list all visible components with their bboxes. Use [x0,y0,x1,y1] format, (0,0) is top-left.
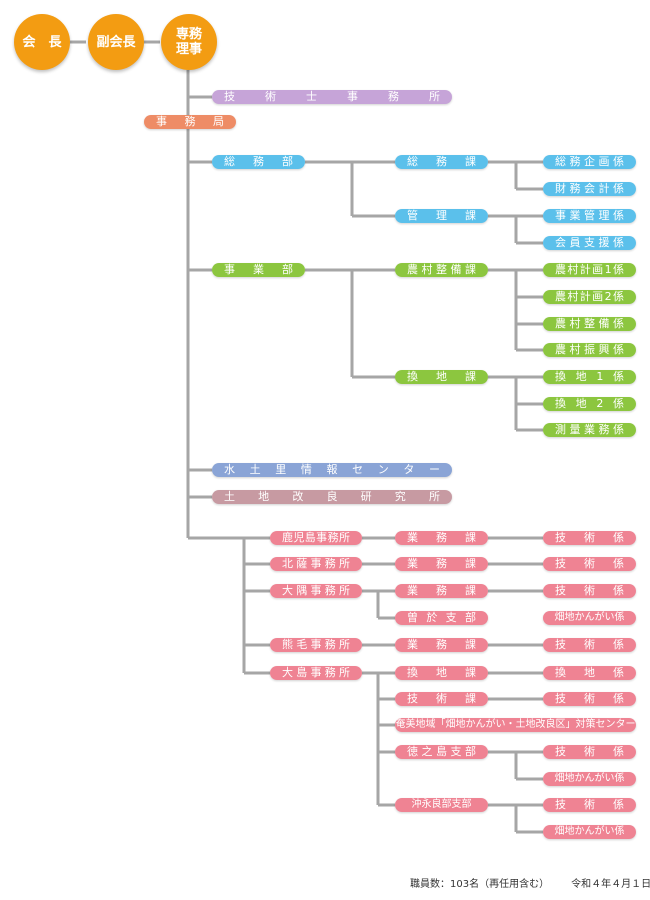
engineering-office-box: 技術士事務所 [212,90,452,104]
kumage-office-box: 熊毛事務所 [270,638,362,652]
water-info-center-box: 水土里情報センター [212,463,452,477]
soumu-planning-unit-box: 総務企画係 [543,155,636,169]
oshima-tech-section-box: 技術課 [395,692,488,706]
vice-chair-node: 副会長 [88,14,144,70]
connector-lines [70,40,543,834]
okinoerabu-tech-unit-box: 技術係 [543,798,636,812]
hokusatsu-tech-unit-box: 技術係 [543,557,636,571]
kagoshima-business-section-box: 業務課 [395,531,488,545]
soo-irrigation-unit-box: 畑地かんがい係 [543,611,636,625]
hokusatsu-business-section-box: 業務課 [395,557,488,571]
tokunoshima-tech-unit-box: 技術係 [543,745,636,759]
tokunoshima-branch-box: 徳之島支部 [395,745,488,759]
soo-branch-box: 曽於支部 [395,611,488,625]
research-institute-box: 土地改良研究所 [212,490,452,504]
project-management-unit-box: 事業管理係 [543,209,636,223]
kagoshima-tech-unit-box: 技術係 [543,531,636,545]
oshima-replotting-section-box: 換地課 [395,666,488,680]
osumi-business-section-box: 業務課 [395,584,488,598]
hokusatsu-office-box: 北薩事務所 [270,557,362,571]
executive-director-node: 専務 理事 [161,14,217,70]
business-dept-box: 事業部 [212,263,305,277]
secretariat-box: 事務局 [144,115,236,129]
osumi-office-box: 大隅事務所 [270,584,362,598]
osumi-tech-unit-box: 技術係 [543,584,636,598]
kanri-section-box: 管理課 [395,209,488,223]
member-support-unit-box: 会員支援係 [543,236,636,250]
rural-maintenance-unit-box: 農村整備係 [543,317,636,331]
survey-unit-box: 測量業務係 [543,423,636,437]
kumage-tech-unit-box: 技術係 [543,638,636,652]
chair-node: 会 長 [14,14,70,70]
oshima-tech-unit-box: 技術係 [543,692,636,706]
oshima-office-box: 大島事務所 [270,666,362,680]
okinoerabu-irrigation-unit-box: 畑地かんがい係 [543,825,636,839]
land-replotting-section-box: 換地課 [395,370,488,384]
as-of-date: 令和４年４月１日現在 [571,879,650,890]
general-affairs-dept-box: 総務部 [212,155,305,169]
finance-unit-box: 財務会計係 [543,182,636,196]
footer-note: 職員数：103名（再任用含む） 令和４年４月１日現在 [410,875,650,890]
staff-count: 職員数：103名（再任用含む） [410,879,550,890]
kagoshima-office-box: 鹿児島事務所 [270,531,362,545]
kumage-business-section-box: 業務課 [395,638,488,652]
tokunoshima-irrigation-unit-box: 畑地かんがい係 [543,772,636,786]
rural-promotion-unit-box: 農村振興係 [543,343,636,357]
oshima-replotting-unit-box: 換地係 [543,666,636,680]
okinoerabu-branch-box: 沖永良部支部 [395,798,488,812]
rural-development-section-box: 農村整備課 [395,263,488,277]
amami-center-box: 奄美地域「畑地かんがい・土地改良区」対策センター [395,718,636,732]
soumu-section-box: 総務課 [395,155,488,169]
